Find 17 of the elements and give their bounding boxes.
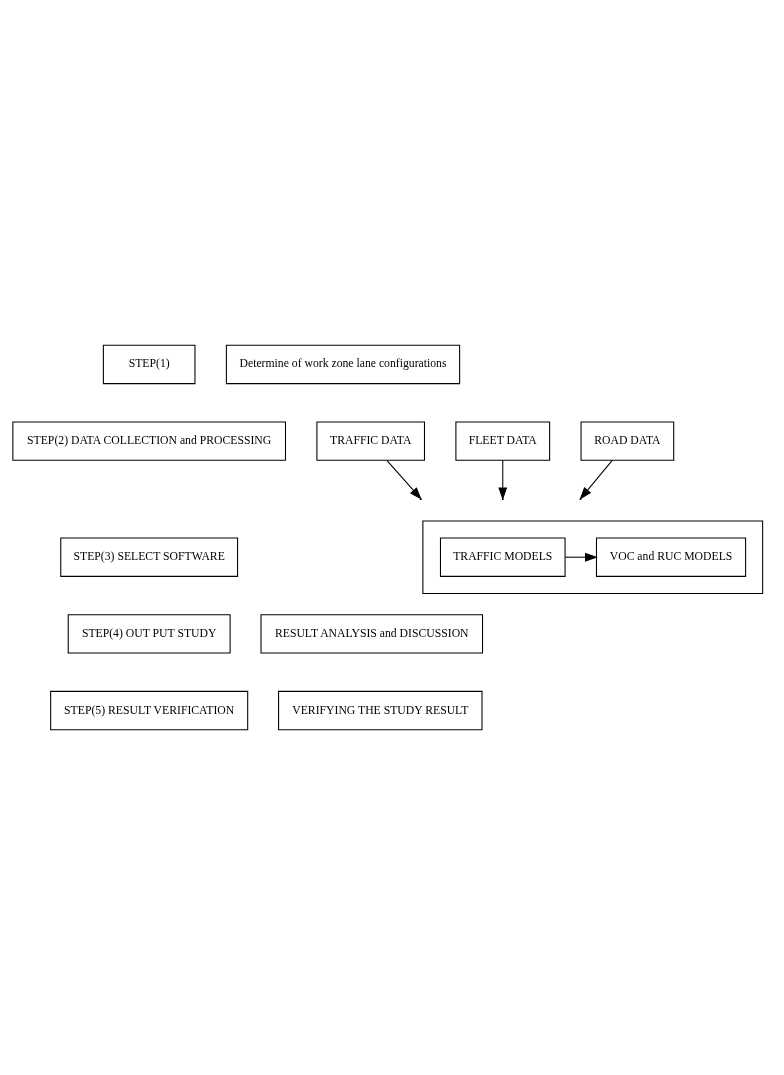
node-box: STEP(2) DATA COLLECTION and PROCESSING	[12, 421, 287, 461]
node-box: Determine of work zone lane configurations	[225, 344, 461, 385]
node-box: VOC and RUC MODELS	[595, 537, 747, 577]
node-box: TRAFFIC MODELS	[439, 537, 566, 577]
arrow	[498, 459, 508, 501]
node-box: RESULT ANALYSIS and DISCUSSION	[260, 614, 484, 654]
node-box: STEP(4) OUT PUT STUDY	[67, 614, 231, 654]
cluster	[422, 520, 764, 594]
node-box: ROAD DATA	[580, 421, 675, 461]
node-box: FLEET DATA	[455, 421, 551, 461]
node-box: STEP(3) SELECT SOFTWARE	[60, 537, 239, 577]
node-box: TRAFFIC DATA	[316, 421, 425, 461]
arrow	[386, 459, 422, 500]
node-box: STEP(5) RESULT VERIFICATION	[50, 690, 249, 731]
node-box: STEP(1)	[102, 344, 196, 385]
arrow	[564, 552, 598, 562]
node-box: VERIFYING THE STUDY RESULT	[278, 690, 483, 731]
